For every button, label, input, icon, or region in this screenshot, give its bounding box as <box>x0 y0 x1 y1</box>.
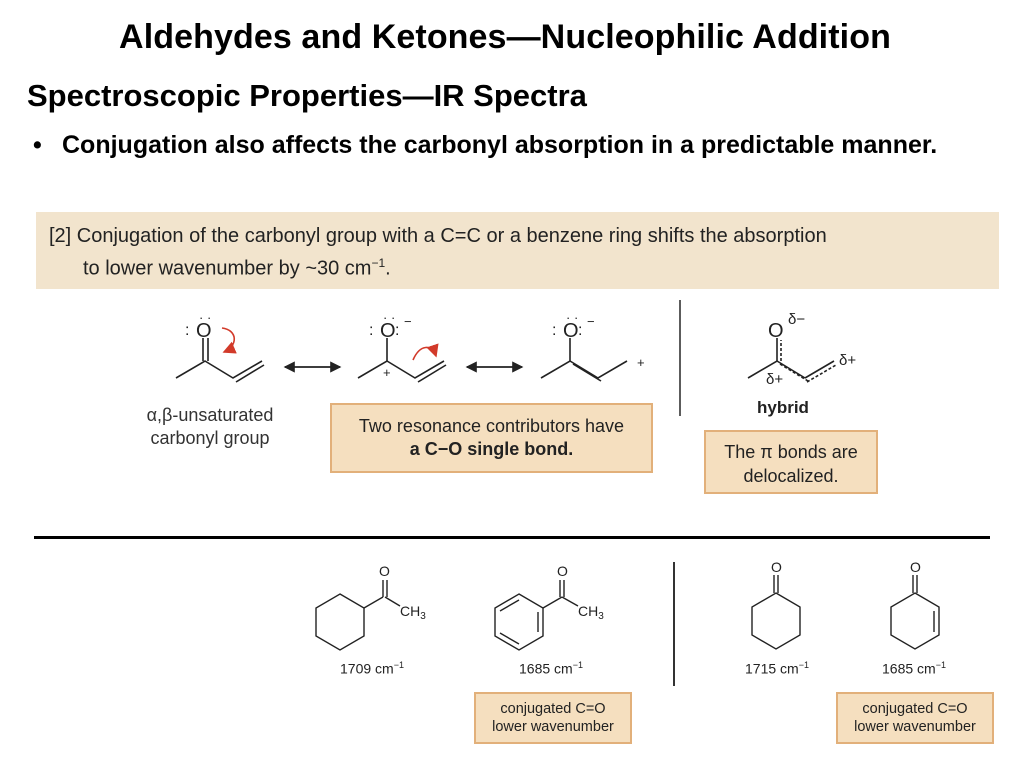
plus-charge-2: + <box>383 365 391 380</box>
cyclohexane-ring <box>315 593 365 651</box>
bullet-symbol: • <box>33 131 42 159</box>
slide-title: Aldehydes and Ketones—Nucleophilic Addit… <box>119 18 891 56</box>
methyl-label-1: CH3 <box>400 603 426 622</box>
svg-text:· ·: · · <box>199 310 211 325</box>
resonance-skeleton-2 <box>357 360 445 379</box>
unsaturated-label-line-1: α,β-unsaturated <box>146 405 274 425</box>
conj-note-line-2: lower wavenumber <box>492 719 614 735</box>
conjugated-note-box-2: conjugated C=O lower wavenumber <box>836 692 994 744</box>
carbonyl-o-1: O <box>379 563 390 579</box>
rule-banner: [2] Conjugation of the carbonyl group wi… <box>36 212 999 289</box>
freq-sup: −1 <box>572 660 583 670</box>
svg-text:· ·: · · <box>383 310 395 325</box>
plus-charge-3: + <box>637 355 645 370</box>
carbonyl-o-2: O <box>557 563 568 579</box>
resonance-diagram: O : O :: O :: O · · · · · · − + − + δ− δ… <box>175 300 856 416</box>
oxygen-label-2: O <box>380 320 396 342</box>
hybrid-callout-line-2: delocalized. <box>743 466 839 486</box>
banner-line-2-text: to lower wavenumber by ~30 cm <box>83 257 372 280</box>
svg-text::: : <box>369 322 373 339</box>
resonance-callout-line-2: a C−O single bond. <box>409 439 574 459</box>
hybrid-callout-line-1: The π bonds are <box>724 442 858 462</box>
banner-period: . <box>385 257 391 280</box>
svg-text::: : <box>578 322 582 339</box>
slide-subtitle: Spectroscopic Properties—IR Spectra <box>27 78 587 113</box>
cyclohexenone-ring <box>890 592 940 650</box>
horizontal-divider <box>34 536 990 539</box>
freq-value: 1685 cm <box>519 660 573 677</box>
frequency-acetophenone: 1685 cm−1 <box>491 660 611 677</box>
oxygen-label-3: O <box>563 320 579 342</box>
carbonyl-o-3: O <box>771 559 782 575</box>
enone-skeleton-1 <box>175 360 263 379</box>
minus-charge-2: − <box>404 314 412 329</box>
resonance-callout-line-1: Two resonance contributors have <box>358 416 625 436</box>
hybrid-callout-box: The π bonds are delocalized. <box>704 430 878 494</box>
unsaturated-label: α,β-unsaturated carbonyl group <box>130 404 290 450</box>
freq-sup: −1 <box>393 660 404 670</box>
delta-plus-label-1: δ+ <box>766 371 783 388</box>
banner-line-2: to lower wavenumber by ~30 cm−1. <box>83 256 391 281</box>
unsaturated-label-line-2: carbonyl group <box>150 428 270 448</box>
electron-arrow-1 <box>221 327 237 354</box>
resonance-skeleton-3 <box>540 360 628 379</box>
frequency-cyclohexanone: 1715 cm−1 <box>717 660 837 677</box>
oxygen-label-hybrid: O <box>768 320 784 342</box>
conj-note-line-1: conjugated C=O <box>500 701 606 717</box>
conj-note-line-2: lower wavenumber <box>854 719 976 735</box>
freq-value: 1709 cm <box>340 660 394 677</box>
minus-charge-3: − <box>587 314 595 329</box>
cyclohexanone-ring <box>751 592 801 650</box>
methyl-label-2: CH3 <box>578 603 604 622</box>
conj-note-line-1: conjugated C=O <box>862 701 968 717</box>
delta-plus-label-2: δ+ <box>839 352 856 369</box>
oxygen-label-1: O <box>196 320 212 342</box>
delta-minus-label: δ− <box>788 311 805 328</box>
freq-sup: −1 <box>935 660 946 670</box>
freq-sup: −1 <box>798 660 809 670</box>
benzene-ring <box>494 593 544 651</box>
carbonyl-o-4: O <box>910 559 921 575</box>
freq-value: 1715 cm <box>745 660 799 677</box>
hybrid-label: hybrid <box>757 398 809 417</box>
svg-text::: : <box>395 322 399 339</box>
banner-line-1: [2] Conjugation of the carbonyl group wi… <box>49 225 827 247</box>
bullet-text: Conjugation also affects the carbonyl ab… <box>62 131 938 159</box>
compound-separator <box>673 562 675 686</box>
svg-text::: : <box>185 322 189 339</box>
frequency-cyclohexyl-ketone: 1709 cm−1 <box>312 660 432 677</box>
svg-text::: : <box>552 322 556 339</box>
conjugated-note-box-1: conjugated C=O lower wavenumber <box>474 692 632 744</box>
banner-superscript: −1 <box>371 256 386 270</box>
svg-text:· ·: · · <box>566 310 578 325</box>
resonance-callout-box: Two resonance contributors have a C−O si… <box>330 403 653 473</box>
electron-arrow-2 <box>412 343 439 361</box>
freq-value: 1685 cm <box>882 660 936 677</box>
frequency-cyclohexenone: 1685 cm−1 <box>854 660 974 677</box>
compound-structures: O CH3 O CH3 O O <box>315 559 940 651</box>
